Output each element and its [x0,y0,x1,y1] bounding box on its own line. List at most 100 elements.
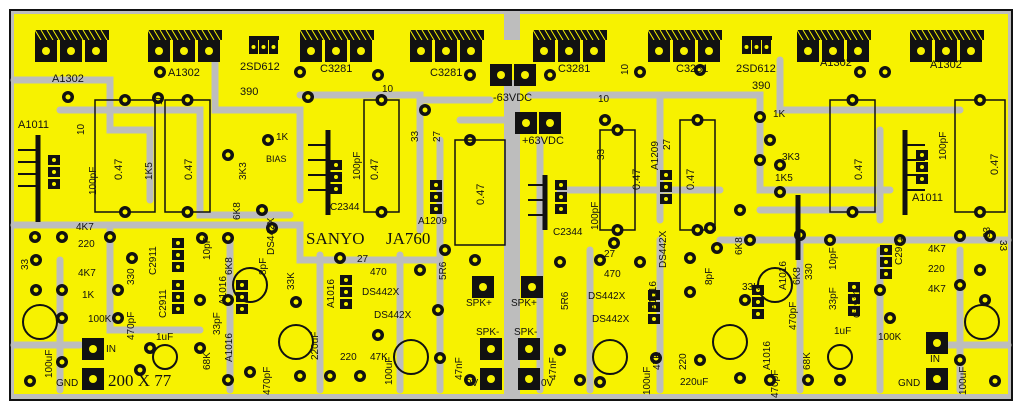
pin-hole [559,195,563,199]
emitter-resistor-7 [954,94,1006,218]
label-10-top: 10 [154,93,165,105]
label-8pf-1: 8pF [258,258,269,275]
pads [24,64,1001,388]
label-47k-left: 47K [370,352,388,363]
pad-hole-44 [897,237,903,243]
label-c2344-left: C2344 [330,202,360,213]
hatch [820,29,828,41]
hatch [323,29,331,41]
pin-hole [540,47,548,55]
hatch [439,29,447,41]
output-transistor-4 [409,29,484,62]
hatch [580,29,588,41]
label-4k7-right: 4K7 [928,244,946,255]
label-a1302-2: A1302 [168,67,200,79]
label-c3281-4: C3281 [676,63,708,75]
pin-hole [967,47,975,55]
label-10-right: 10 [620,63,631,75]
pad-hole-85 [805,377,811,383]
tab [300,30,374,40]
hatch [653,29,661,41]
pin-hole [590,47,598,55]
label-100pf-right: 100pF [938,132,949,160]
tab [742,36,772,40]
pad-hole-79 [577,377,583,383]
pin-hole [744,45,749,49]
hole [379,97,384,103]
label-100uf-3: 100uF [642,367,653,395]
pad-hole-38 [611,240,617,246]
hatch [94,29,102,41]
label-a1209-right: A1209 [650,141,661,170]
pad-hole-82 [697,357,703,363]
emitter-resistor-1 [94,94,156,218]
pad-hole-61 [637,259,643,265]
small-transistor-9 [236,280,248,314]
label-6k8-left: 6K8 [232,202,243,220]
hole [615,227,620,233]
hatch [586,29,594,41]
hole [615,127,620,133]
label-33k-right: 33K [742,282,760,293]
label-27-b: 27 [662,138,673,150]
pad-hole-30 [33,257,39,263]
pin-hole [52,170,56,174]
pad-hole-72 [247,369,253,375]
label-1k5-left: 1K5 [144,162,155,180]
pad-hole-5 [467,72,473,78]
label-330-right: 330 [804,263,815,280]
hatch [701,29,709,41]
pad-hole-65 [887,315,893,321]
label-390-right: 390 [752,80,770,92]
label-c3281-3: C3281 [558,63,590,75]
hatch [598,29,606,41]
pad-hole-36 [417,267,423,273]
driver-transistors [249,36,772,54]
pad-hole-59 [557,259,563,265]
hatch [689,29,697,41]
hatch [945,29,953,41]
label-6k8-b: 6K8 [734,237,745,255]
label-1k-left-2: 1K [82,290,95,301]
hatch [299,29,307,41]
hatch [562,29,570,41]
label-c2911-3: C2911 [852,289,863,318]
label-047-2: 0.47 [183,159,195,180]
pad-hole-78 [557,347,563,353]
driver-2 [742,36,772,54]
pad-hole-24 [707,225,713,231]
label-gnd-left: GND [56,378,78,389]
pin-hole [434,195,438,199]
pad-hole-41 [747,237,753,243]
pin-hole [920,177,924,181]
hatch [838,29,846,41]
pad-hole-46 [987,233,993,239]
small-transistor-3 [430,180,442,214]
center-resistor-block [454,139,506,246]
hatch [802,29,810,41]
hatch [695,29,703,41]
hole [850,97,855,103]
pad-hole-51 [59,315,65,321]
label-spk-plus-left: SPK+ [466,298,492,309]
pin-hole [756,288,760,292]
pad-hole-33 [225,235,231,241]
hatch [921,29,929,41]
pad-hole-63 [742,297,748,303]
label-47nf-left: 47nF [454,357,465,380]
pin-hole [852,309,856,313]
label-10-left: 10 [76,123,87,135]
pad-hole-87 [957,357,963,363]
hole [379,209,384,215]
output-transistor-6 [647,29,722,62]
pad-hole-23 [777,189,783,195]
hatch [70,29,78,41]
label-2sd612-1: 2SD612 [240,61,280,73]
pad-hole-28 [59,234,65,240]
hatch [832,29,840,41]
hatch [457,29,465,41]
label-220-bottom-left: 220 [340,352,357,363]
pin-hole [180,47,188,55]
pin-hole [334,187,338,191]
hole [695,227,700,233]
